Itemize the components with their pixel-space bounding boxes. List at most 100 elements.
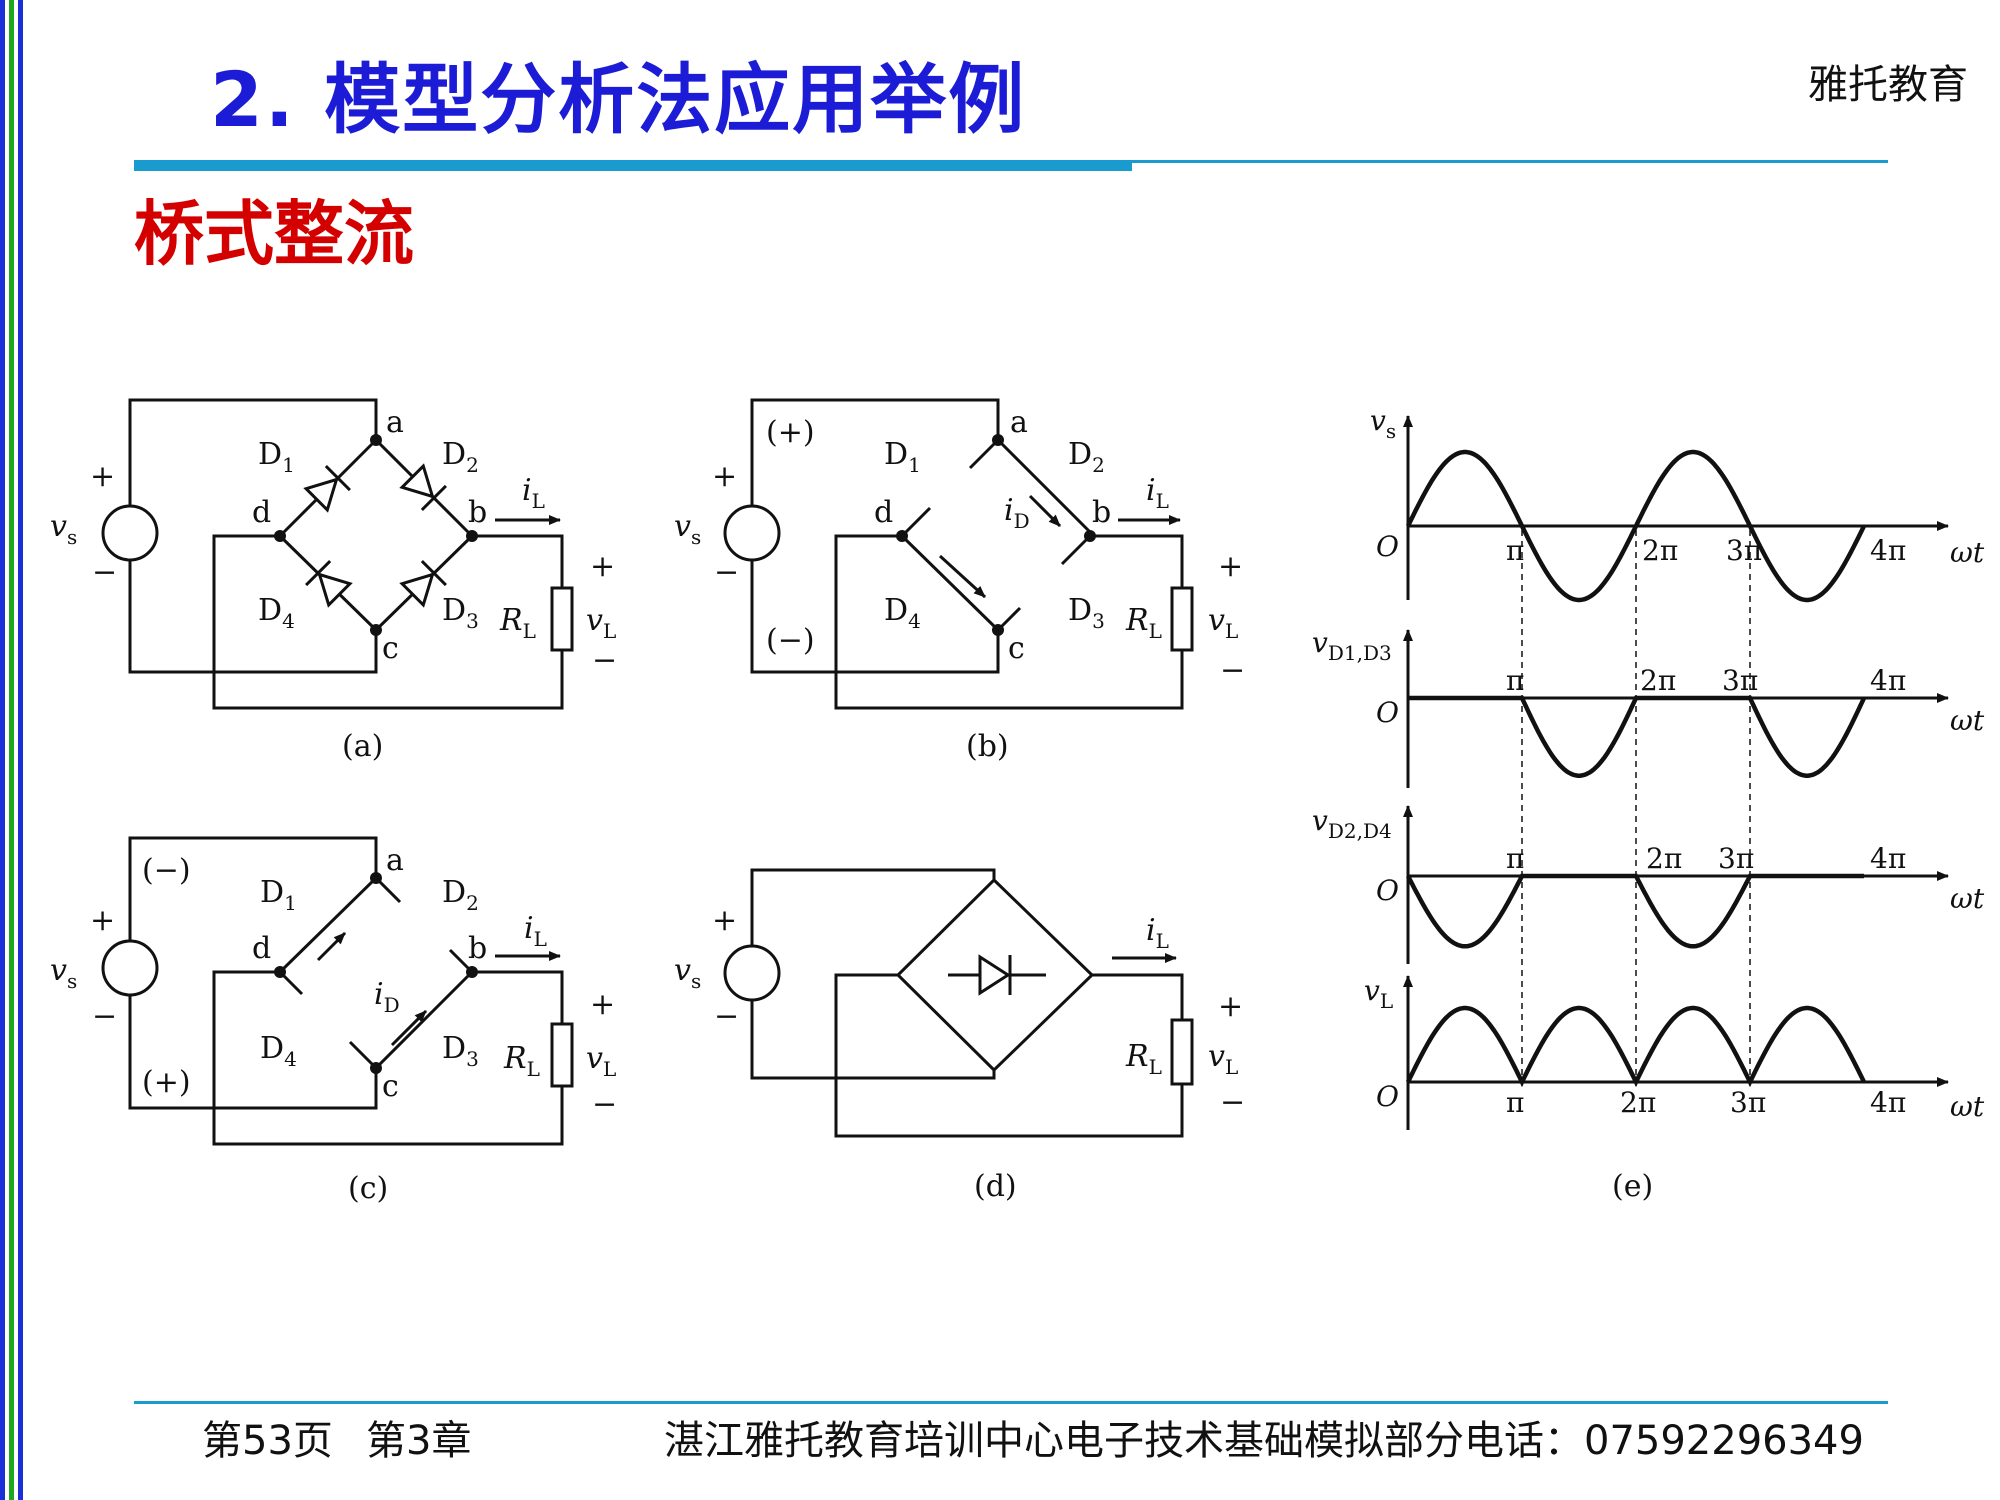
- d2-label-c: D2: [442, 875, 479, 915]
- origin-vd13: O: [1376, 696, 1399, 729]
- tick-2pi-vl: 2π: [1620, 1086, 1656, 1119]
- footer-contact: 湛江雅托教育培训中心电子技术基础模拟部分电话：07592296349: [664, 1418, 1864, 1464]
- vl-label-b: vL: [1208, 603, 1238, 643]
- d4-label-c: D4: [260, 1031, 297, 1071]
- footer-page: 第53页: [202, 1418, 333, 1464]
- node-a-b: a: [1010, 405, 1028, 440]
- axis-wt-vd24: ωt: [1950, 882, 1985, 915]
- tick-4pi-vd24: 4π: [1870, 842, 1906, 875]
- caption-e: (e): [1612, 1169, 1653, 1204]
- d2-label-b: D2: [1068, 437, 1105, 477]
- il-label-b: iL: [1146, 473, 1169, 513]
- plus-c: +: [90, 903, 115, 938]
- d1-label-b: D1: [884, 437, 921, 477]
- plus-a: +: [90, 459, 115, 494]
- vl-minus-d: −: [1220, 1085, 1245, 1120]
- tick-pi-vs: π: [1506, 534, 1524, 567]
- node-c-a: c: [382, 631, 399, 666]
- page-title: 2. 模型分析法应用举例: [210, 55, 1027, 144]
- il-label-a: iL: [522, 473, 545, 513]
- d2-label-a: D2: [442, 437, 479, 477]
- node-b-b: b: [1092, 495, 1111, 530]
- tick-3pi-vd24: 3π: [1718, 842, 1754, 875]
- axis-wt-vs: ωt: [1950, 536, 1985, 569]
- minus-a: −: [92, 555, 117, 590]
- vs-label-b: vs: [674, 509, 701, 549]
- tick-2pi-vd24: 2π: [1646, 842, 1682, 875]
- node-d-a: d: [252, 495, 271, 530]
- waveforms-e: [1403, 415, 1949, 1130]
- d3-label-a: D3: [442, 593, 479, 633]
- vl-plus-a: +: [590, 549, 615, 584]
- d4-label-b: D4: [884, 593, 921, 633]
- tick-3pi-vs: 3π: [1726, 534, 1762, 567]
- origin-vd24: O: [1376, 874, 1399, 907]
- vl-label-d: vL: [1208, 1039, 1238, 1079]
- vs-label-d: vs: [674, 953, 701, 993]
- vl-minus-c: −: [592, 1087, 617, 1122]
- vs-label-a: vs: [50, 509, 77, 549]
- vl-plus-b: +: [1218, 549, 1243, 584]
- node-d-b: d: [874, 495, 893, 530]
- node-a-a: a: [386, 405, 404, 440]
- pos-paren-c: (+): [142, 1065, 191, 1100]
- vl-wave-label: vL: [1364, 974, 1393, 1013]
- vl-plus-d: +: [1218, 989, 1243, 1024]
- id-label-b: iD: [1004, 493, 1030, 533]
- node-c-c: c: [382, 1069, 399, 1104]
- pos-paren-b: (+): [766, 415, 815, 450]
- tick-pi-vl: π: [1506, 1086, 1524, 1119]
- axis-wt-vl: ωt: [1950, 1090, 1985, 1123]
- d4-label-a: D4: [258, 593, 295, 633]
- rl-label-d: RL: [1125, 1039, 1162, 1079]
- tick-3pi-vd13: 3π: [1722, 664, 1758, 697]
- tick-3pi-vl: 3π: [1730, 1086, 1766, 1119]
- brand-name: 雅托教育: [1808, 62, 1968, 108]
- id-label-c: iD: [374, 977, 400, 1017]
- tick-pi-vd24: π: [1506, 842, 1524, 875]
- il-label-c: iL: [524, 911, 547, 951]
- vs-wave-label: vs: [1370, 404, 1396, 443]
- vl-plus-c: +: [590, 987, 615, 1022]
- footer-chapter: 第3章: [366, 1418, 472, 1464]
- header-rule-thick: [134, 160, 1132, 171]
- caption-b: (b): [966, 729, 1009, 764]
- minus-b: −: [714, 555, 739, 590]
- neg-paren-b: (−): [766, 623, 815, 658]
- tick-4pi-vl: 4π: [1870, 1086, 1906, 1119]
- d1-label-c: D1: [260, 875, 297, 915]
- rl-label-a: RL: [499, 603, 536, 643]
- plus-d: +: [712, 903, 737, 938]
- d3-label-c: D3: [442, 1031, 479, 1071]
- vs-label-c: vs: [50, 953, 77, 993]
- edge-stripe-blue: [0, 0, 5, 1500]
- node-b-c: b: [468, 931, 487, 966]
- node-c-b: c: [1008, 631, 1025, 666]
- caption-a: (a): [342, 729, 383, 764]
- circuit-b: [723, 398, 1194, 710]
- tick-4pi-vd13: 4π: [1870, 664, 1906, 697]
- minus-c: −: [92, 999, 117, 1034]
- node-b-a: b: [468, 495, 487, 530]
- caption-c: (c): [348, 1171, 388, 1206]
- tick-pi-vd13: π: [1506, 664, 1524, 697]
- node-a-c: a: [386, 843, 404, 878]
- axis-wt-vd13: ωt: [1950, 704, 1985, 737]
- footer-rule: [134, 1401, 1888, 1404]
- edge-stripe-green: [9, 0, 14, 1500]
- caption-d: (d): [974, 1169, 1017, 1204]
- vl-minus-b: −: [1220, 653, 1245, 688]
- vl-label-a: vL: [586, 603, 616, 643]
- vd24-wave-label: vD2,D4: [1312, 804, 1392, 843]
- d1-label-a: D1: [258, 437, 295, 477]
- tick-2pi-vs: 2π: [1642, 534, 1678, 567]
- vl-label-c: vL: [586, 1041, 616, 1081]
- vd13-wave-label: vD1,D3: [1312, 626, 1392, 665]
- circuit-a: [101, 398, 574, 710]
- il-label-d: iL: [1146, 913, 1169, 953]
- origin-vs: O: [1376, 530, 1399, 563]
- tick-2pi-vd13: 2π: [1640, 664, 1676, 697]
- section-title: 桥式整流: [134, 193, 414, 275]
- rl-label-b: RL: [1125, 603, 1162, 643]
